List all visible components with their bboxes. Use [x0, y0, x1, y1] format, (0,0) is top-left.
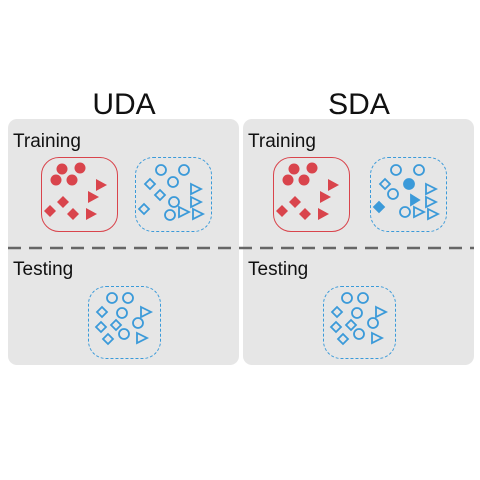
uda-target-test-domain-box	[88, 286, 161, 359]
sda-source-domain-box	[273, 157, 350, 232]
uda-source-domain-box	[41, 157, 118, 232]
sda-target-train-samples	[372, 164, 441, 221]
uda-training-label: Training	[13, 131, 81, 152]
sda-source-samples	[276, 162, 339, 220]
uda-panel: Training Testing	[8, 119, 239, 365]
uda-target-train-samples	[137, 164, 206, 221]
sda-training-label: Training	[248, 131, 316, 152]
sda-target-test-domain-box	[323, 286, 396, 359]
uda-testing-label: Testing	[13, 259, 74, 280]
sda-title: SDA	[328, 88, 390, 121]
sda-panel: Training Testing	[243, 119, 474, 365]
uda-target-test-samples	[94, 292, 154, 346]
sda-target-test-samples	[329, 292, 389, 346]
uda-target-train-domain-box	[135, 157, 212, 232]
sda-target-train-domain-box	[370, 157, 447, 232]
uda-source-samples	[44, 162, 107, 220]
uda-title: UDA	[92, 88, 156, 121]
sda-testing-label: Testing	[248, 259, 309, 280]
